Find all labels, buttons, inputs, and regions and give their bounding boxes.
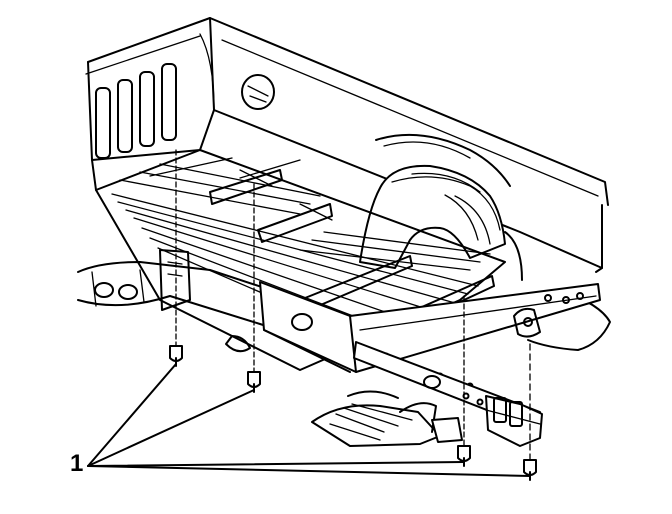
bolt-front-left — [169, 149, 183, 367]
rear-hitch-bracket — [485, 307, 543, 447]
bolt-rear-left — [457, 295, 471, 467]
bolt-front-right — [247, 183, 261, 393]
bolt-rear-right — [523, 343, 537, 481]
spare-tire-carrier — [311, 390, 463, 447]
fuel-door — [241, 74, 275, 110]
wheelhouse — [359, 164, 506, 269]
bulkhead-louvers — [95, 63, 177, 159]
callout-leaders — [87, 363, 531, 477]
truck-bed-body — [85, 17, 611, 351]
callout-label-1: 1 — [70, 450, 84, 477]
